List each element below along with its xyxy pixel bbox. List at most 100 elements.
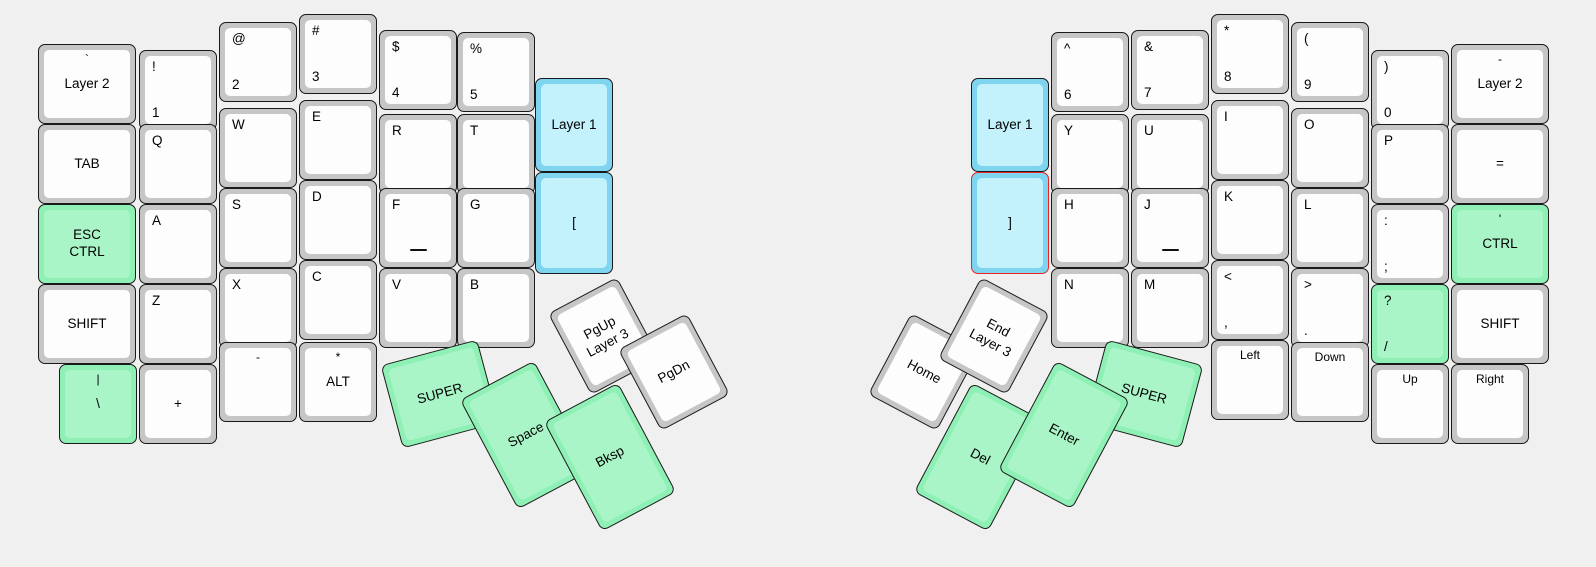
key-l-c4-r3[interactable]: V [379,268,457,348]
key-legend-top-l-c3-r4: * [335,350,341,364]
key-l-c3-r1[interactable]: E [299,100,377,180]
key-l-c2-r0[interactable]: @2 [219,22,297,102]
key-l-c6-r1[interactable]: [ [535,172,613,274]
key-legend-main-r-c1-r0: 0 [1384,104,1392,120]
keycap-l-c0-r0: `Layer 2 [44,50,130,118]
key-l-c2-r4[interactable]: - [219,342,297,422]
key-legend-top-r-c4-r2: J [1144,197,1151,212]
key-r-c4-r3[interactable]: M [1131,268,1209,348]
key-r-c3-r2[interactable]: K [1211,180,1289,260]
key-legend-top-l-c0-r0: ` [85,52,89,66]
key-l-c5-r3[interactable]: B [457,268,535,348]
key-legend-main-l-c4-r0: 4 [392,84,400,100]
keycap-l-c0-r4: |\ [65,370,131,438]
keycap-r-c5-r1: Y [1057,120,1123,188]
key-r-c6-r1[interactable]: ] [971,172,1049,274]
keycap-l-thumb-pgdn: PgDn [626,321,722,423]
key-r-c3-r4[interactable]: Left [1211,340,1289,420]
key-l-c1-r3[interactable]: Z [139,284,217,364]
key-r-c0-r0[interactable]: -Layer 2 [1451,44,1549,124]
key-r-c4-r0[interactable]: &7 [1131,30,1209,110]
key-r-c2-r0[interactable]: (9 [1291,22,1369,102]
key-l-c4-r2[interactable]: F [379,188,457,268]
key-legend-main-r-thumb-end: End Layer 3 [967,315,1014,360]
key-legend-main-r-c0-r0: Layer 2 [1477,75,1523,91]
keycap-r-c5-r2: H [1057,194,1123,262]
key-legend-main-r-c2-r0: 9 [1304,76,1312,92]
keycap-l-c3-r3: C [305,266,371,334]
key-l-c2-r2[interactable]: S [219,188,297,268]
key-r-c0-r2[interactable]: 'CTRL [1451,204,1549,284]
key-r-c4-r1[interactable]: U [1131,114,1209,194]
key-r-c3-r1[interactable]: I [1211,100,1289,180]
key-legend-top-r-c5-r3: N [1064,277,1074,292]
key-l-c3-r0[interactable]: #3 [299,14,377,94]
key-l-c4-r1[interactable]: R [379,114,457,194]
keycap-r-c2-r2: L [1297,194,1363,262]
key-r-c2-r1[interactable]: O [1291,108,1369,188]
key-l-c5-r1[interactable]: T [457,114,535,194]
keycap-r-c6-r0: Layer 1 [977,84,1043,166]
keycap-r-c5-r0: ^6 [1057,38,1123,106]
key-legend-top-r-c5-r2: H [1064,197,1074,212]
key-l-c0-r4[interactable]: |\ [59,364,137,444]
key-l-c2-r3[interactable]: X [219,268,297,348]
keycap-l-c4-r1: R [385,120,451,188]
key-r-c5-r3[interactable]: N [1051,268,1129,348]
key-r-c0-r4[interactable]: Right [1451,364,1529,444]
key-legend-main-r-thumb-enter: Enter [1046,420,1083,449]
key-r-c0-r1[interactable]: = [1451,124,1549,204]
key-r-c3-r0[interactable]: *8 [1211,14,1289,94]
key-r-c1-r3[interactable]: ?/ [1371,284,1449,364]
key-r-c2-r2[interactable]: L [1291,188,1369,268]
key-r-c0-r3[interactable]: SHIFT [1451,284,1549,364]
key-l-c0-r0[interactable]: `Layer 2 [38,44,136,124]
key-r-c1-r4[interactable]: Up [1371,364,1449,444]
key-l-c1-r4[interactable]: + [139,364,217,444]
keycap-r-c0-r4: Right [1457,370,1523,438]
key-legend-top-l-c2-r0: @ [232,31,246,46]
key-l-c0-r3[interactable]: SHIFT [38,284,136,364]
key-legend-main-l-c1-r4: + [174,395,182,411]
key-legend-top-l-c1-r0: ! [152,59,156,74]
key-legend-top-l-c3-r2: D [312,189,322,204]
key-r-c2-r3[interactable]: >. [1291,268,1369,348]
key-r-c1-r0[interactable]: )0 [1371,50,1449,130]
keycap-r-c5-r3: N [1057,274,1123,342]
key-r-c1-r2[interactable]: :; [1371,204,1449,284]
key-legend-main-l-c6-r0: Layer 1 [551,116,597,132]
keycap-r-c6-r1: ] [977,178,1043,268]
key-r-c3-r3[interactable]: <, [1211,260,1289,340]
key-legend-top-r-c4-r0: & [1144,39,1154,54]
key-r-c2-r4[interactable]: Down [1291,342,1369,422]
keycap-r-thumb-enter: Enter [1005,368,1123,502]
key-l-c1-r2[interactable]: A [139,204,217,284]
key-r-c4-r2[interactable]: J [1131,188,1209,268]
key-l-c2-r1[interactable]: W [219,108,297,188]
key-l-c6-r0[interactable]: Layer 1 [535,78,613,172]
key-r-c5-r1[interactable]: Y [1051,114,1129,194]
key-l-c3-r3[interactable]: C [299,260,377,340]
key-r-c1-r1[interactable]: P [1371,124,1449,204]
key-legend-top-r-c3-r1: I [1224,109,1228,124]
key-r-c5-r2[interactable]: H [1051,188,1129,268]
key-r-c5-r0[interactable]: ^6 [1051,32,1129,112]
key-l-c0-r2[interactable]: ESC CTRL [38,204,136,284]
key-l-c0-r1[interactable]: TAB [38,124,136,204]
key-legend-top-l-c2-r3: X [232,277,242,292]
key-l-c4-r0[interactable]: $4 [379,30,457,110]
key-legend-main-r-c2-r4: Down [1314,350,1346,364]
keycap-r-c0-r0: -Layer 2 [1457,50,1543,118]
key-legend-top-l-c1-r2: A [152,213,162,228]
key-legend-top-l-c2-r2: S [232,197,242,212]
key-l-c1-r1[interactable]: Q [139,124,217,204]
key-l-c5-r0[interactable]: %5 [457,32,535,112]
keycap-r-c3-r1: I [1217,106,1283,174]
key-l-c3-r4[interactable]: *ALT [299,342,377,422]
key-legend-top-l-c1-r3: Z [152,293,161,308]
key-r-c6-r0[interactable]: Layer 1 [971,78,1049,172]
key-l-c1-r0[interactable]: !1 [139,50,217,130]
key-l-c3-r2[interactable]: D [299,180,377,260]
key-l-c5-r2[interactable]: G [457,188,535,268]
key-legend-main-r-c5-r0: 6 [1064,86,1072,102]
